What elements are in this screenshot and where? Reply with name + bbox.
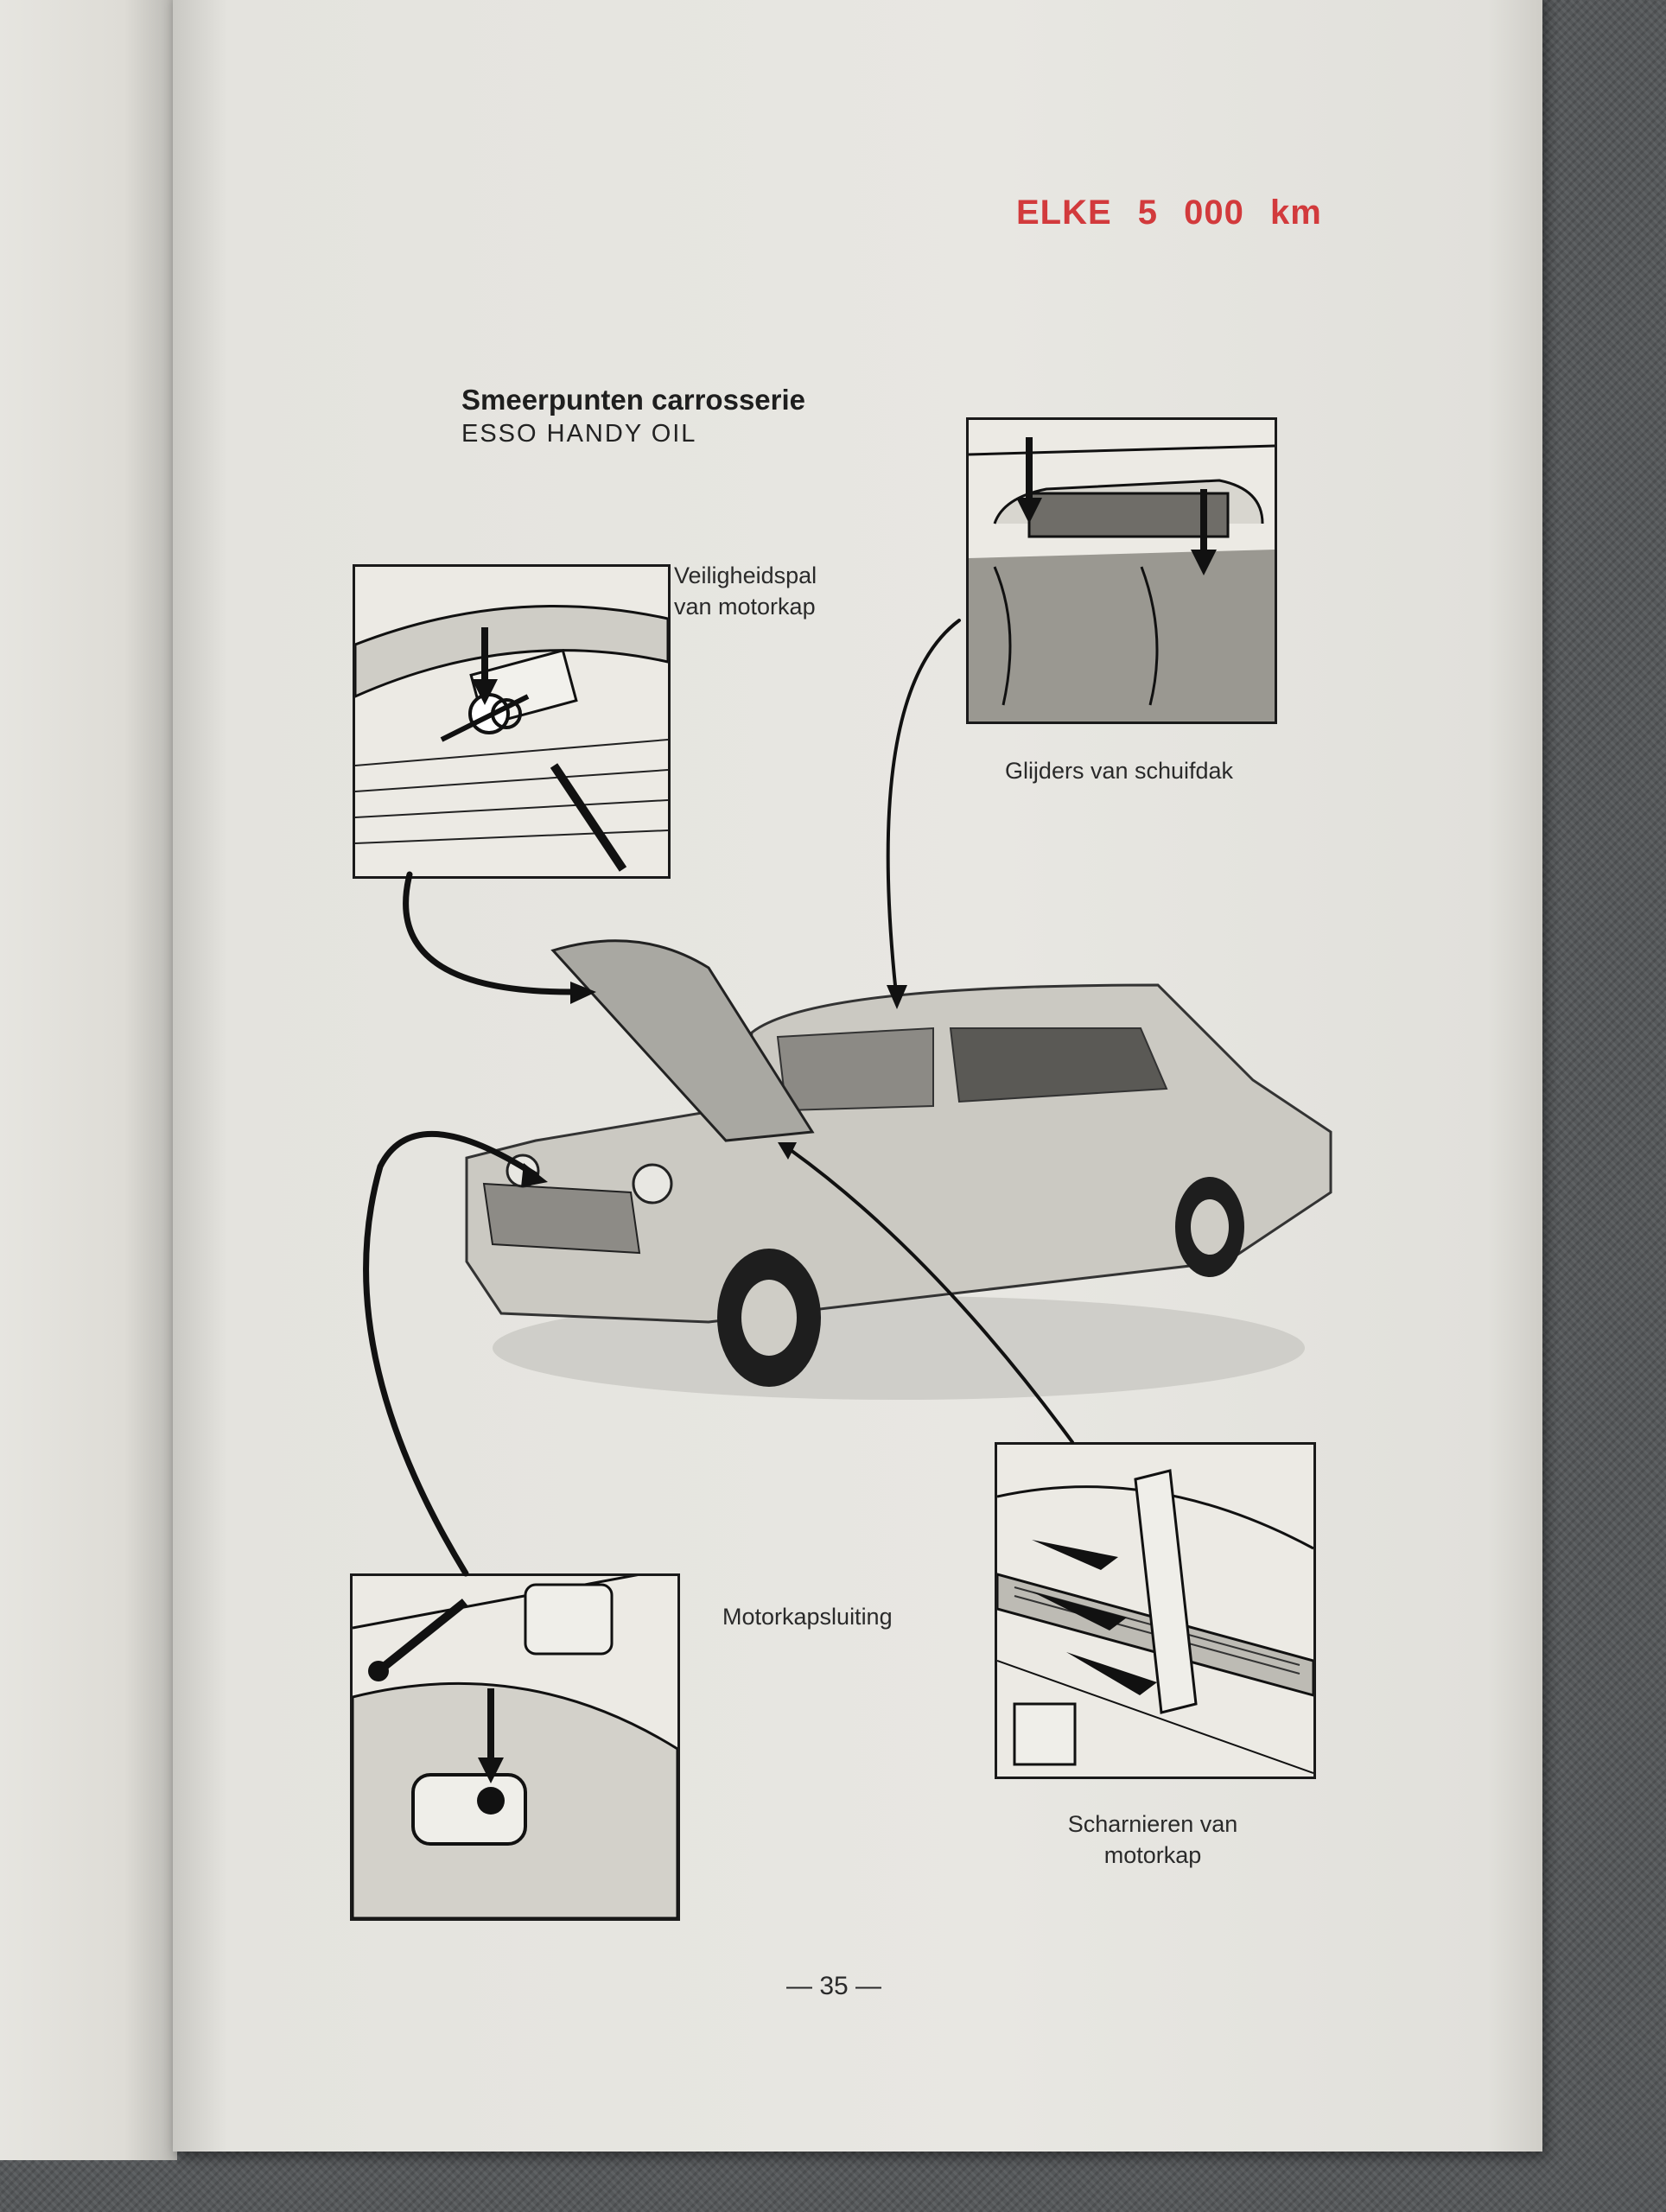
lubricant-name: ESSO HANDY OIL xyxy=(461,420,697,448)
illustration-hood-lock xyxy=(350,1573,680,1921)
left-page xyxy=(0,0,177,2160)
illustration-hood-safety-catch xyxy=(353,564,671,879)
illustration-sunroof-slides xyxy=(966,417,1277,724)
label-line: van motorkap xyxy=(674,594,816,620)
page-number: — 35 — xyxy=(786,1972,882,2000)
callout-label-hood-safety-catch: Veiligheidspal van motorkap xyxy=(674,560,817,622)
car-photo xyxy=(449,933,1344,1434)
label-line: Veiligheidspal xyxy=(674,563,817,588)
section-title: Smeerpunten carrosserie xyxy=(461,384,806,416)
illustration-hood-hinges xyxy=(995,1442,1316,1779)
label-line: motorkap xyxy=(1103,1842,1202,1868)
service-interval-heading: ELKE 5 000 km xyxy=(1016,194,1322,232)
label-line: Scharnieren van xyxy=(1067,1811,1238,1837)
callout-label-sunroof-slides: Glijders van schuifdak xyxy=(1004,758,1234,784)
callout-label-hood-hinges: Scharnieren van motorkap xyxy=(995,1808,1311,1871)
callout-label-hood-lock: Motorkapsluiting xyxy=(722,1604,893,1630)
